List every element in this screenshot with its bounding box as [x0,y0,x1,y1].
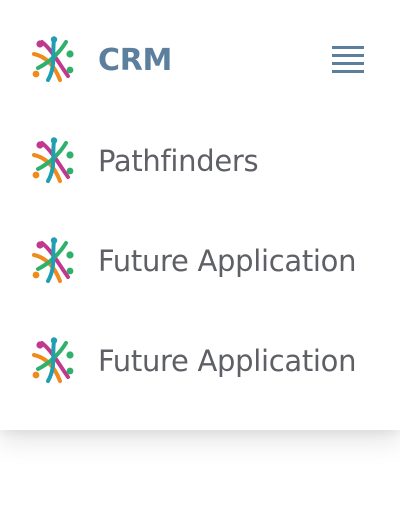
navigation-menu-panel: CRM Pathfinders [0,10,400,411]
hamburger-menu-icon[interactable] [332,46,364,74]
menu-item-label: Future Application [98,344,357,378]
header-row[interactable]: CRM [0,10,400,110]
hamburger-bar [332,54,364,57]
people-circle-logo-icon [30,36,76,84]
people-circle-logo-icon [30,337,76,385]
hamburger-bar [332,46,364,49]
hamburger-bar [332,62,364,65]
menu-item-label: Pathfinders [98,144,259,178]
app-title: CRM [98,42,173,78]
people-circle-logo-icon [30,237,76,285]
menu-item-future-application[interactable]: Future Application [0,311,400,411]
hamburger-bar [332,70,364,73]
menu-item-future-application[interactable]: Future Application [0,211,400,311]
people-circle-logo-icon [30,137,76,185]
menu-item-pathfinders[interactable]: Pathfinders [0,111,400,211]
menu-item-label: Future Application [98,244,357,278]
